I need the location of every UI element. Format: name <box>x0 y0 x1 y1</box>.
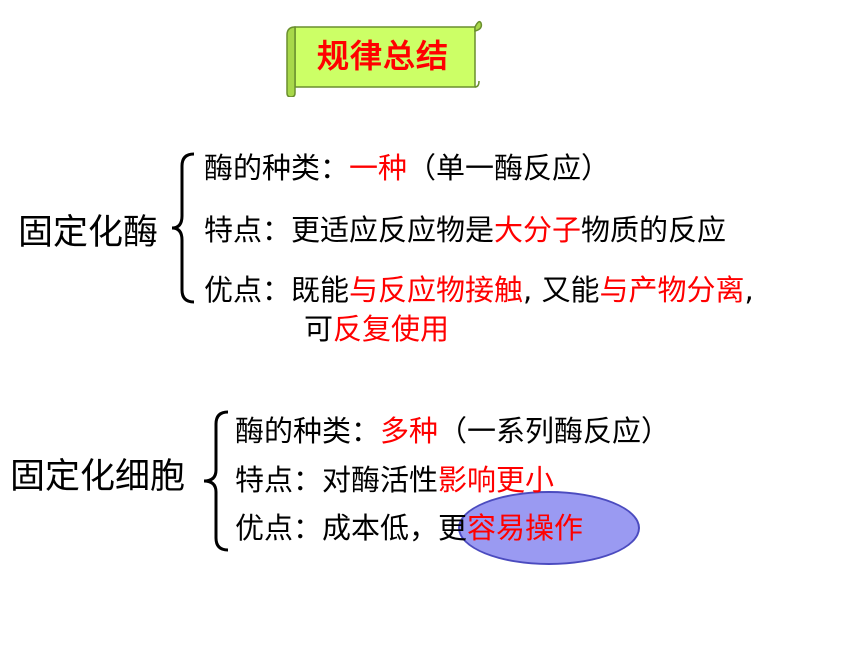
banner-title: 规律总结 <box>316 37 449 75</box>
group2-feature-line: 特点：对酶活性影响更小 <box>235 462 554 498</box>
group1-type-line: 酶的种类：一种（单一酶反应） <box>204 150 610 186</box>
group2-feature-label: 特点： <box>235 463 323 497</box>
group1-feature-label: 特点： <box>204 213 292 247</box>
group1-adv-line: 优点：既能与反应物接触, 又能与产物分离, <box>204 272 754 308</box>
group2-feature-highlight: 影响更小 <box>438 463 555 497</box>
group1-type-note: （单一酶反应） <box>407 151 611 185</box>
group2-brace-icon <box>203 410 229 552</box>
group2-adv-plain: 更 <box>438 511 468 545</box>
group2-feature-pre: 对酶活性 <box>322 463 439 497</box>
group1-adv-comma: , <box>744 273 754 307</box>
group1-adv-hl1: 与反应物接触 <box>349 273 524 307</box>
group1-feature-pre: 更适应反应物是 <box>291 213 495 247</box>
group1-adv-line2: 可反复使用 <box>304 311 449 347</box>
group1-adv-label: 优点： <box>204 273 292 307</box>
group1-adv-hl2: 与产物分离 <box>599 273 745 307</box>
group2-type-line: 酶的种类：多种（一系列酶反应） <box>235 413 670 449</box>
group1-adv2-pre: 可 <box>304 312 334 346</box>
group1-type-label: 酶的种类： <box>204 151 350 185</box>
group1-feature-highlight: 大分子 <box>494 213 582 247</box>
group2-adv-label: 优点： <box>235 511 323 545</box>
group2-type-value: 多种 <box>380 414 439 448</box>
highlight-oval <box>458 491 640 565</box>
group2-adv-pre: 成本低， <box>322 511 439 545</box>
group1-brace-icon <box>171 152 195 304</box>
group1-adv-mid: , 又能 <box>523 273 600 307</box>
group1-label: 固定化酶 <box>18 213 159 253</box>
group2-adv-hl: 容易操作 <box>467 511 584 545</box>
group1-type-value: 一种 <box>349 151 408 185</box>
group2-adv-line: 优点：成本低，更容易操作 <box>235 510 583 546</box>
scroll-shape-icon <box>286 20 483 97</box>
title-banner: 规律总结 <box>283 17 483 97</box>
group2-type-label: 酶的种类： <box>235 414 381 448</box>
group1-adv-pre: 既能 <box>291 273 350 307</box>
group1-adv2-hl: 反复使用 <box>333 312 450 346</box>
group1-feature-post: 物质的反应 <box>581 213 727 247</box>
group2-type-note: （一系列酶反应） <box>438 414 671 448</box>
group1-feature-line: 特点：更适应反应物是大分子物质的反应 <box>204 212 726 248</box>
group2-label: 固定化细胞 <box>10 457 186 497</box>
